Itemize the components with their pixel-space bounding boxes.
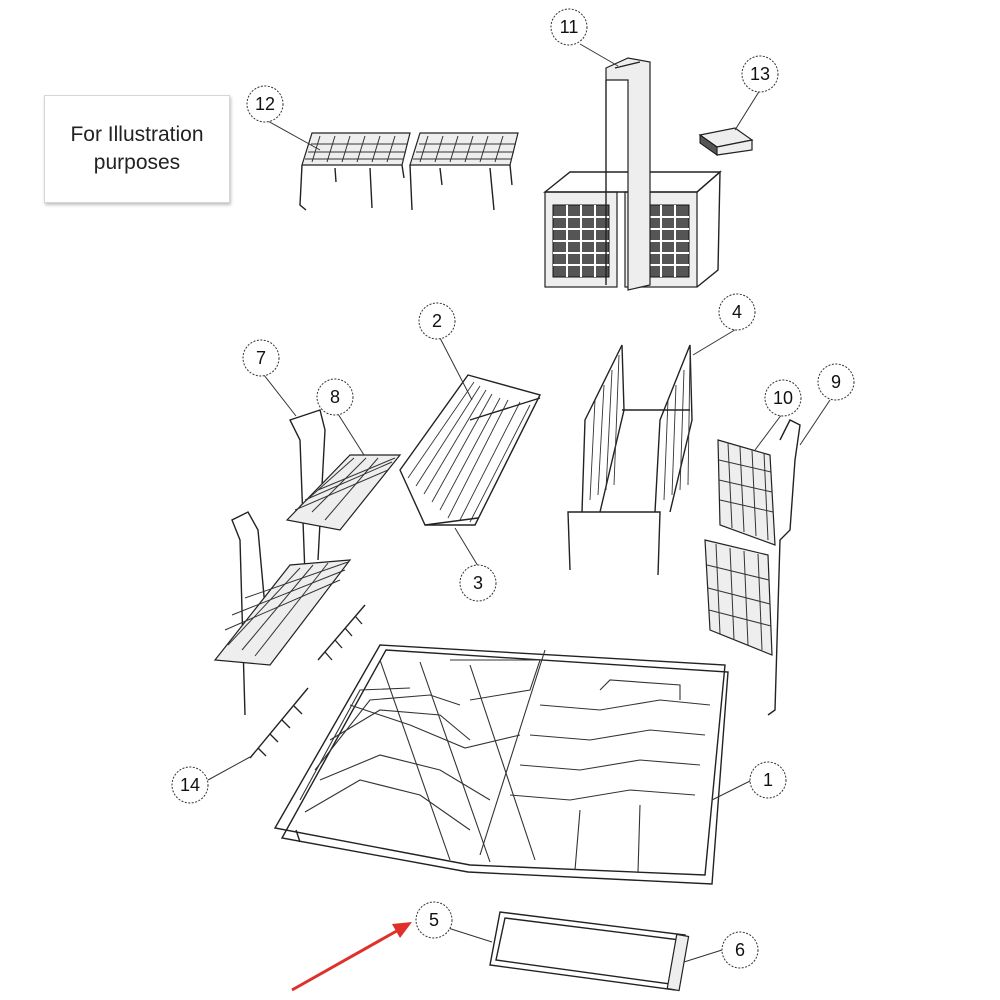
part-5-6-bottom-flap [489, 911, 690, 992]
callout-5: 5 [415, 901, 453, 939]
part-4-tall-tines [567, 344, 693, 576]
callout-12: 12 [246, 85, 284, 123]
callout-1-label: 1 [763, 770, 773, 790]
part-2-3-folding-tines [399, 374, 542, 526]
callout-6: 6 [721, 931, 759, 969]
callout-14-label: 14 [180, 775, 200, 795]
callout-6-label: 6 [735, 940, 745, 960]
callout-2-label: 2 [432, 311, 442, 331]
part-12-cup-shelves [299, 132, 519, 211]
illustration-note-text: For Illustration purposes [70, 123, 204, 174]
callout-7: 7 [242, 339, 280, 377]
part-14-tine-rails [249, 604, 366, 759]
callout-8: 8 [316, 378, 354, 416]
callout-12-label: 12 [255, 94, 275, 114]
callout-13-label: 13 [750, 64, 770, 84]
leader-lines [207, 43, 831, 963]
callout-13: 13 [741, 55, 779, 93]
part-13-basket-clip [698, 127, 754, 156]
part-11-cutlery-basket [543, 57, 722, 291]
part-1-lower-rack [273, 644, 729, 885]
callout-3: 3 [459, 564, 497, 602]
callout-10-label: 10 [773, 388, 793, 408]
callout-4-label: 4 [732, 302, 742, 322]
callout-9-label: 9 [831, 372, 841, 392]
callout-7-label: 7 [256, 348, 266, 368]
callout-11: 11 [550, 8, 588, 46]
illustration-note: For Illustration purposes [44, 95, 230, 203]
part-9-10-side-shelves [704, 419, 801, 716]
red-arrow-pointer [291, 922, 412, 992]
callout-5-label: 5 [429, 910, 439, 930]
callout-10: 10 [764, 379, 802, 417]
callout-2: 2 [418, 302, 456, 340]
callout-8-label: 8 [330, 387, 340, 407]
callout-3-label: 3 [473, 573, 483, 593]
part-7-8-shelves [213, 409, 402, 716]
callout-11-label: 11 [560, 17, 579, 37]
callout-1: 1 [749, 761, 787, 799]
callout-14: 14 [171, 766, 209, 804]
callout-4: 4 [718, 293, 756, 331]
callout-9: 9 [817, 363, 855, 401]
